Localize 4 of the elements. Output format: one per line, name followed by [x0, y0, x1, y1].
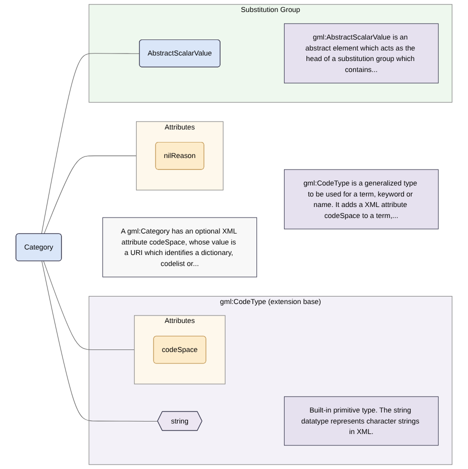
connector	[42, 260, 158, 422]
connector	[41, 53, 140, 234]
connector	[44, 156, 137, 234]
connector	[43, 260, 135, 350]
